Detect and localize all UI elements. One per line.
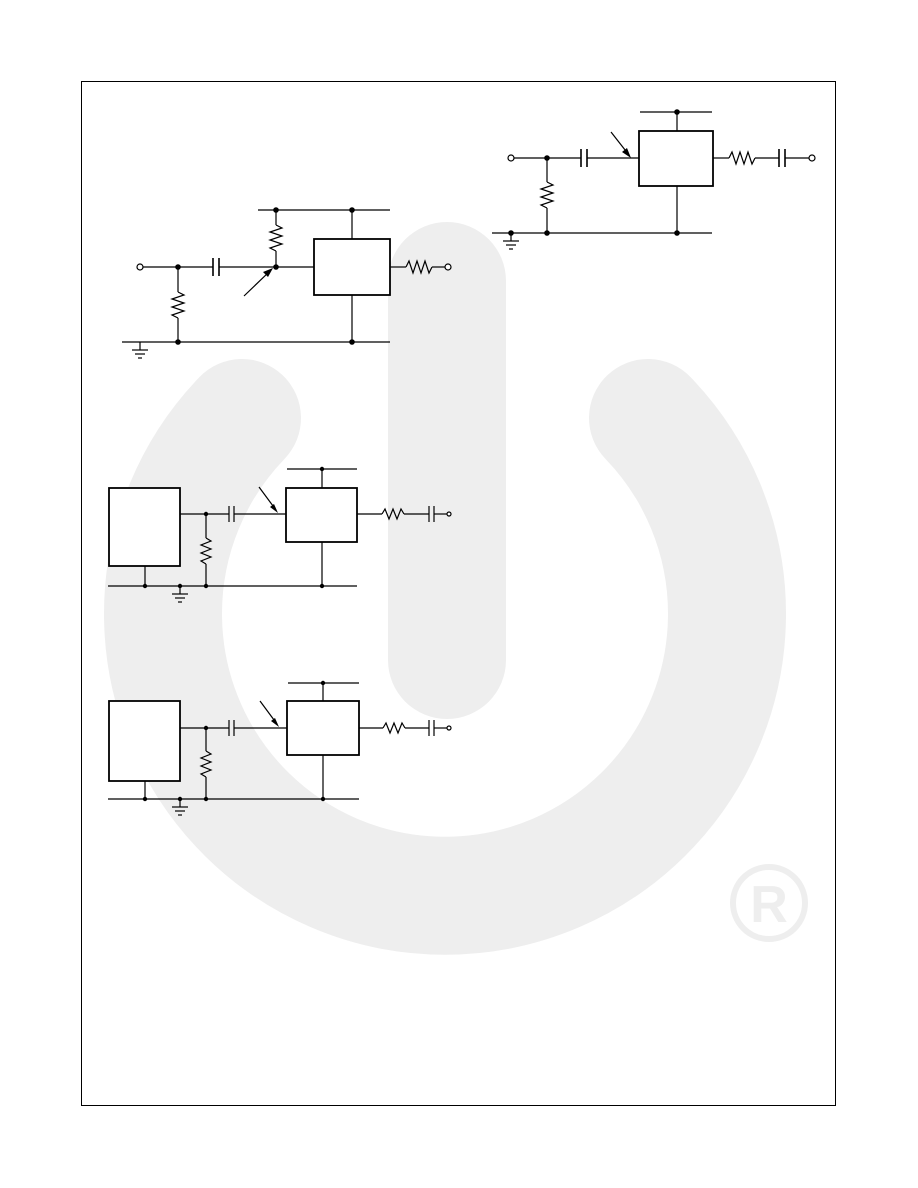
resistor bbox=[199, 537, 213, 565]
output-terminal bbox=[446, 725, 452, 731]
output-terminal bbox=[444, 263, 452, 271]
resistor bbox=[381, 507, 405, 521]
ground-symbol bbox=[132, 342, 148, 359]
input-terminal bbox=[136, 263, 144, 271]
device-block bbox=[286, 700, 360, 756]
resistor bbox=[728, 150, 756, 166]
resistor bbox=[405, 259, 433, 275]
resistor bbox=[170, 291, 186, 319]
resistor bbox=[539, 181, 555, 209]
page-frame bbox=[81, 81, 836, 1106]
capacitor bbox=[778, 149, 786, 167]
power-ring-arc bbox=[104, 359, 786, 955]
ground-symbol bbox=[172, 799, 188, 816]
pointer-arrow bbox=[243, 270, 271, 297]
device-block bbox=[285, 487, 358, 543]
circuit-d bbox=[108, 680, 452, 816]
output-terminal bbox=[808, 154, 816, 162]
source-block bbox=[108, 487, 181, 567]
output-terminal bbox=[446, 511, 452, 517]
resistor bbox=[199, 750, 213, 778]
capacitor bbox=[428, 720, 435, 736]
registered-mark-circle bbox=[730, 864, 808, 942]
ground-symbol bbox=[172, 586, 188, 603]
capacitor bbox=[228, 720, 235, 736]
circuit-b bbox=[492, 109, 816, 250]
source-block bbox=[108, 700, 181, 782]
capacitor bbox=[428, 506, 435, 522]
resistor bbox=[382, 721, 406, 735]
input-terminal bbox=[507, 154, 515, 162]
device-block bbox=[313, 238, 391, 296]
device-block bbox=[638, 130, 714, 187]
circuit-a bbox=[122, 207, 452, 359]
registered-mark-letter: R bbox=[750, 876, 788, 934]
circuit-c bbox=[108, 466, 452, 603]
resistor bbox=[268, 224, 284, 252]
capacitor bbox=[580, 149, 588, 167]
capacitor bbox=[228, 506, 235, 522]
capacitor bbox=[212, 258, 220, 276]
